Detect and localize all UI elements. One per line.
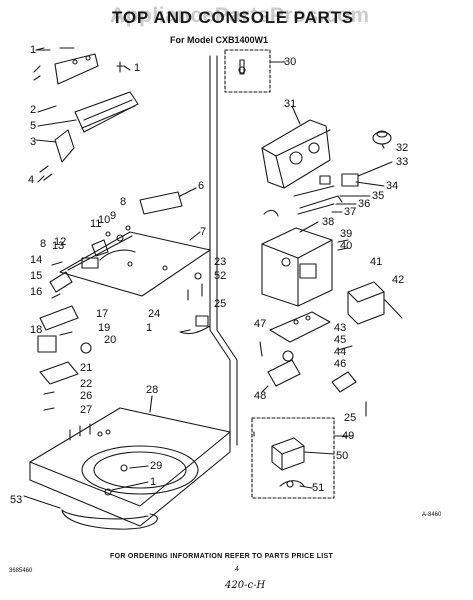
callout-label: 8: [120, 196, 127, 208]
callout-label: 8: [40, 238, 47, 250]
callout-label: 12: [54, 236, 67, 248]
page-number: 4: [235, 566, 239, 573]
callout-label: 21: [80, 362, 93, 374]
callout-label: 41: [370, 256, 383, 268]
callout-label: 29: [150, 460, 163, 472]
callout-label: 24: [148, 308, 161, 320]
callout-label: 53: [10, 494, 23, 506]
diagram-id: A-8460: [422, 512, 442, 518]
callout-label: 46: [334, 358, 347, 370]
callout-label: 48: [254, 390, 267, 402]
callout-label: 6: [198, 180, 205, 192]
callout-label: 2: [30, 104, 37, 116]
callout-label: 1: [150, 476, 157, 488]
callout-label: 5: [30, 120, 37, 132]
ordering-info-note: FOR ORDERING INFORMATION REFER TO PARTS …: [110, 553, 334, 560]
callout-label: 30: [284, 56, 297, 68]
callout-label: 20: [104, 334, 117, 346]
callout-label: 14: [30, 254, 43, 266]
callout-label: 16: [30, 286, 43, 298]
callout-label: 31: [284, 98, 297, 110]
callout-label: 36: [358, 198, 371, 210]
callout-label: 52: [214, 270, 227, 282]
callout-label: 11: [90, 218, 102, 230]
callout-label: 27: [80, 404, 93, 416]
callout-label: 28: [146, 384, 159, 396]
callout-label: 38: [322, 216, 335, 228]
callout-label: 25: [344, 412, 357, 424]
callout-label: 19: [98, 322, 111, 334]
callout-label: 23: [214, 256, 227, 268]
watermark: AppliancePartsPros.com: [110, 4, 370, 27]
callout-label: 39: [340, 228, 353, 240]
callout-label: 1: [134, 62, 141, 74]
callout-label: 3: [30, 136, 37, 148]
callout-label: 10: [98, 214, 111, 226]
callout-label: 47: [254, 318, 267, 330]
callout-label: 7: [200, 226, 207, 238]
callout-label: 33: [396, 156, 409, 168]
callout-label: 9: [110, 210, 117, 222]
callout-label: 26: [80, 390, 93, 402]
callout-label: 34: [386, 180, 399, 192]
callout-label: 17: [96, 308, 109, 320]
callout-label: 40: [340, 240, 353, 252]
callout-label: 13: [52, 240, 65, 252]
callout-label: 45: [334, 334, 347, 346]
callout-label: 1: [30, 44, 37, 56]
document-code: 3685460: [9, 568, 33, 574]
callout-label: 51: [312, 482, 325, 494]
callout-label: 35: [372, 190, 385, 202]
diagram-title: TOP AND CONSOLE PARTS: [112, 8, 354, 27]
callout-label: 49: [342, 430, 355, 442]
callout-label: 4: [28, 174, 35, 186]
model-subtitle: For Model CXB1400W1: [170, 35, 269, 45]
callout-label: 37: [344, 206, 357, 218]
callout-label: 42: [392, 274, 405, 286]
knob-box: [224, 49, 271, 93]
callout-label: 22: [80, 378, 93, 390]
callout-label: 1: [146, 322, 153, 334]
callout-label: 25: [214, 298, 227, 310]
callout-label: 18: [30, 324, 43, 336]
callout-label: 43: [334, 322, 347, 334]
callout-label: 50: [336, 450, 349, 462]
callout-label: 15: [30, 270, 43, 282]
callout-label: 44: [334, 346, 347, 358]
handwritten-note: 420-c-H: [225, 580, 266, 591]
callout-label: 32: [396, 142, 409, 154]
